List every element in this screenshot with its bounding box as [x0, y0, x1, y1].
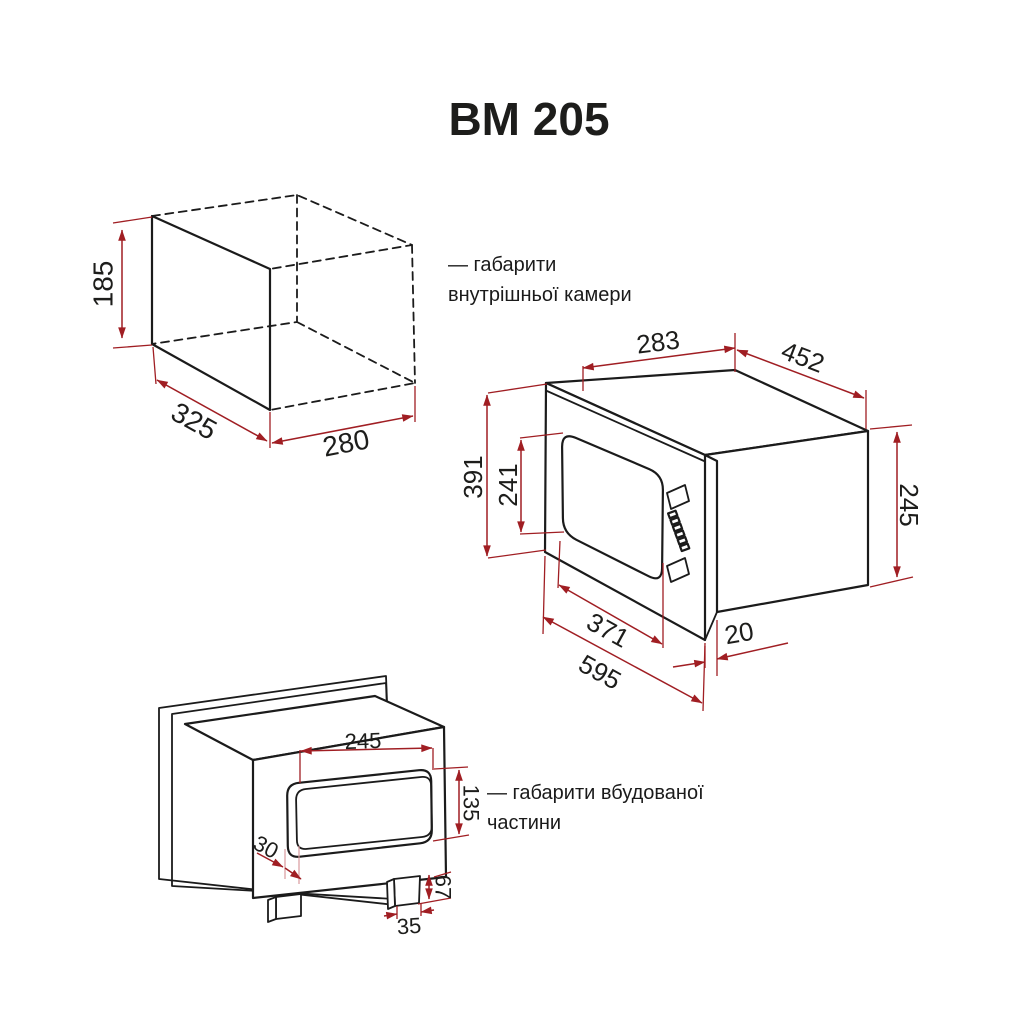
door-open-button — [666, 557, 690, 583]
dim-front-width: 595 — [574, 648, 626, 695]
dim-front-height: 391 — [458, 455, 488, 498]
built-in-rear-drawing: 245 135 30 67 35 — [158, 675, 484, 940]
dim-bump-height: 135 — [459, 785, 484, 822]
dim-frame-offset: 20 — [722, 616, 756, 651]
body-right-face — [703, 429, 870, 614]
dim-chamber-width: 280 — [320, 423, 372, 462]
control-panel — [666, 484, 691, 583]
chamber-dimensions: 185 325 280 — [88, 216, 416, 463]
appliance-perspective-drawing: 283 452 391 241 245 371 595 20 — [458, 324, 924, 712]
dim-top-width: 283 — [635, 324, 682, 359]
dim-chamber-depth: 325 — [166, 396, 222, 446]
dim-foot-width: 35 — [396, 913, 422, 940]
dim-chamber-height: 185 — [88, 261, 119, 308]
display-window — [666, 484, 690, 510]
front-frame-inner-edge — [546, 390, 705, 462]
dim-foot-height: 67 — [431, 875, 456, 899]
chamber-side-panel — [150, 214, 272, 412]
feet — [267, 875, 421, 923]
dim-bump-width: 245 — [344, 728, 382, 754]
dim-back-height: 245 — [894, 483, 924, 526]
chamber-bump-outer — [286, 769, 433, 858]
dim-depth: 452 — [777, 335, 828, 379]
chamber-bump-inner — [295, 776, 433, 850]
internal-chamber-drawing: 185 325 280 — [88, 194, 416, 463]
model-title: BM 205 — [448, 93, 610, 145]
internal-chamber-label: — габарити внутрішньої камери — [448, 254, 632, 306]
chamber-back-edges-dashed — [151, 194, 416, 411]
dim-door-width: 371 — [582, 606, 634, 653]
dim-door-height: 241 — [493, 463, 523, 506]
door-window — [560, 435, 665, 580]
body-underside-edge — [704, 611, 718, 641]
button-column — [666, 509, 691, 553]
front-frame-outline — [543, 381, 707, 642]
built-in-part-label: — габарити вбудованої частини — [487, 782, 704, 834]
chamber-top-face-dashed — [151, 194, 413, 270]
